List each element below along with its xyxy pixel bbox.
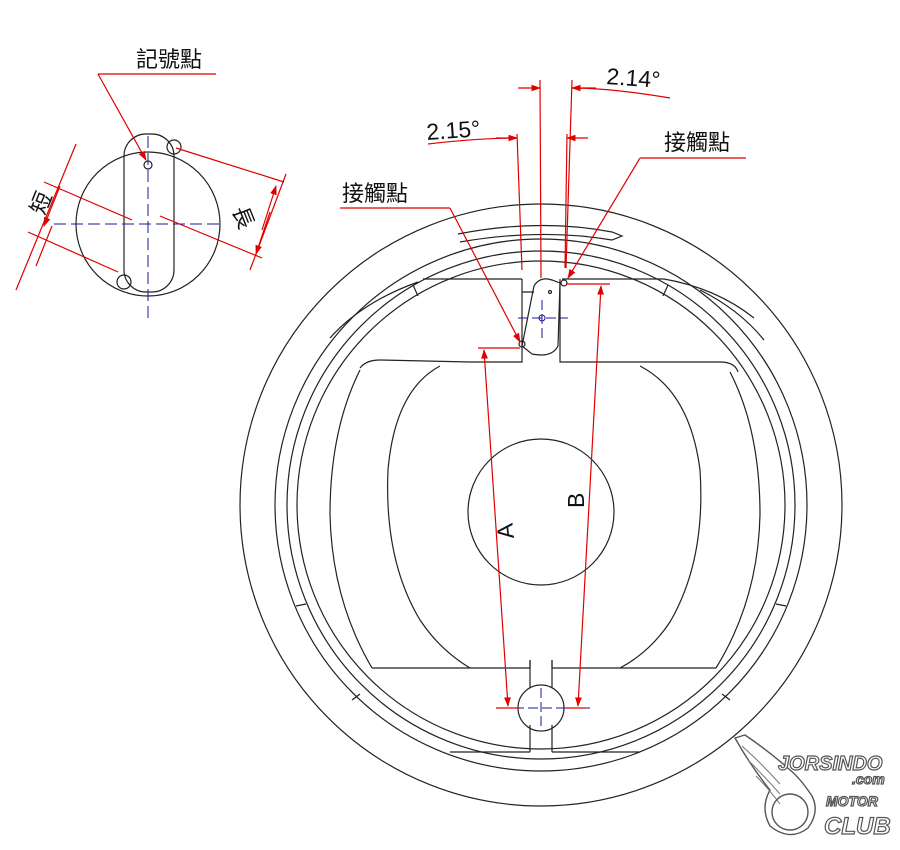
logo-line-2: .com [852, 771, 885, 787]
long-arrow-b [255, 211, 271, 255]
logo-wheel-icon [771, 793, 809, 831]
hub-circle [467, 438, 615, 586]
short-arrow-a [43, 185, 61, 227]
shoe-left-lining [387, 365, 471, 669]
dim-a-line [481, 349, 511, 707]
angle-ext-lines [516, 79, 573, 279]
angle-left-label: 2.15° [426, 115, 482, 145]
cam-detail-dimensions [15, 73, 287, 291]
dim-a-label: A [491, 522, 519, 541]
centerlines [500, 300, 590, 730]
angle-right-label: 2.14° [606, 63, 662, 93]
cam-detail-dot-bottom [116, 274, 132, 290]
dim-a-ext [478, 347, 520, 709]
short-label: 短 [26, 188, 57, 218]
cam-housing [521, 279, 561, 346]
cam-detail-centerlines [54, 136, 220, 322]
contact-point-right-label: 接觸點 [664, 131, 730, 156]
drum-ring-3 [286, 250, 796, 760]
dim-b-label: B [563, 493, 589, 508]
dim-b-line [575, 285, 604, 707]
long-arrow-a [261, 185, 277, 231]
shoe-band-lower [372, 660, 716, 669]
cam-contact-dot-right [560, 279, 568, 287]
shoe-left-outer [329, 369, 373, 669]
mark-point-label: 記號點 [136, 48, 202, 73]
cam-center-mark [538, 314, 546, 322]
contact-point-left-label: 接觸點 [342, 182, 408, 207]
brake-shoe-upper [329, 278, 765, 341]
long-label: 長 [226, 203, 257, 233]
short-arrow-b [35, 225, 53, 267]
brake-cam [521, 278, 561, 356]
dim-b-ext [566, 283, 610, 709]
dimensions [340, 79, 746, 709]
contact-left-leader [449, 207, 521, 343]
ring-notches [295, 284, 787, 701]
cam-contact-dot-left [518, 340, 526, 348]
logo-wing-icon [733, 734, 816, 836]
logo-line-4: CLUB [824, 813, 891, 840]
cam-detail-dot-top [166, 139, 182, 155]
long-ext-lines [159, 147, 285, 259]
contact-right-leader [567, 157, 641, 279]
shoe-right-outer [715, 371, 761, 669]
mark-point-leader [97, 73, 147, 161]
cam-small-dot [547, 289, 553, 295]
rotation-arrow-band [457, 224, 624, 243]
drum-ring-4 [296, 260, 786, 750]
logo-line-3: MOTOR [826, 793, 879, 809]
lower-bracket [450, 660, 640, 753]
cam-detail-lobe [123, 133, 175, 293]
logo-wing-detail-icon [741, 745, 781, 805]
drum-assembly [239, 203, 843, 807]
jorsindo-logo: JORSINDO .com MOTOR CLUB [733, 734, 891, 841]
shoe-right-lining [619, 365, 702, 669]
logo-line-1: JORSINDO [778, 753, 883, 775]
shoe-band-upper [359, 346, 739, 373]
